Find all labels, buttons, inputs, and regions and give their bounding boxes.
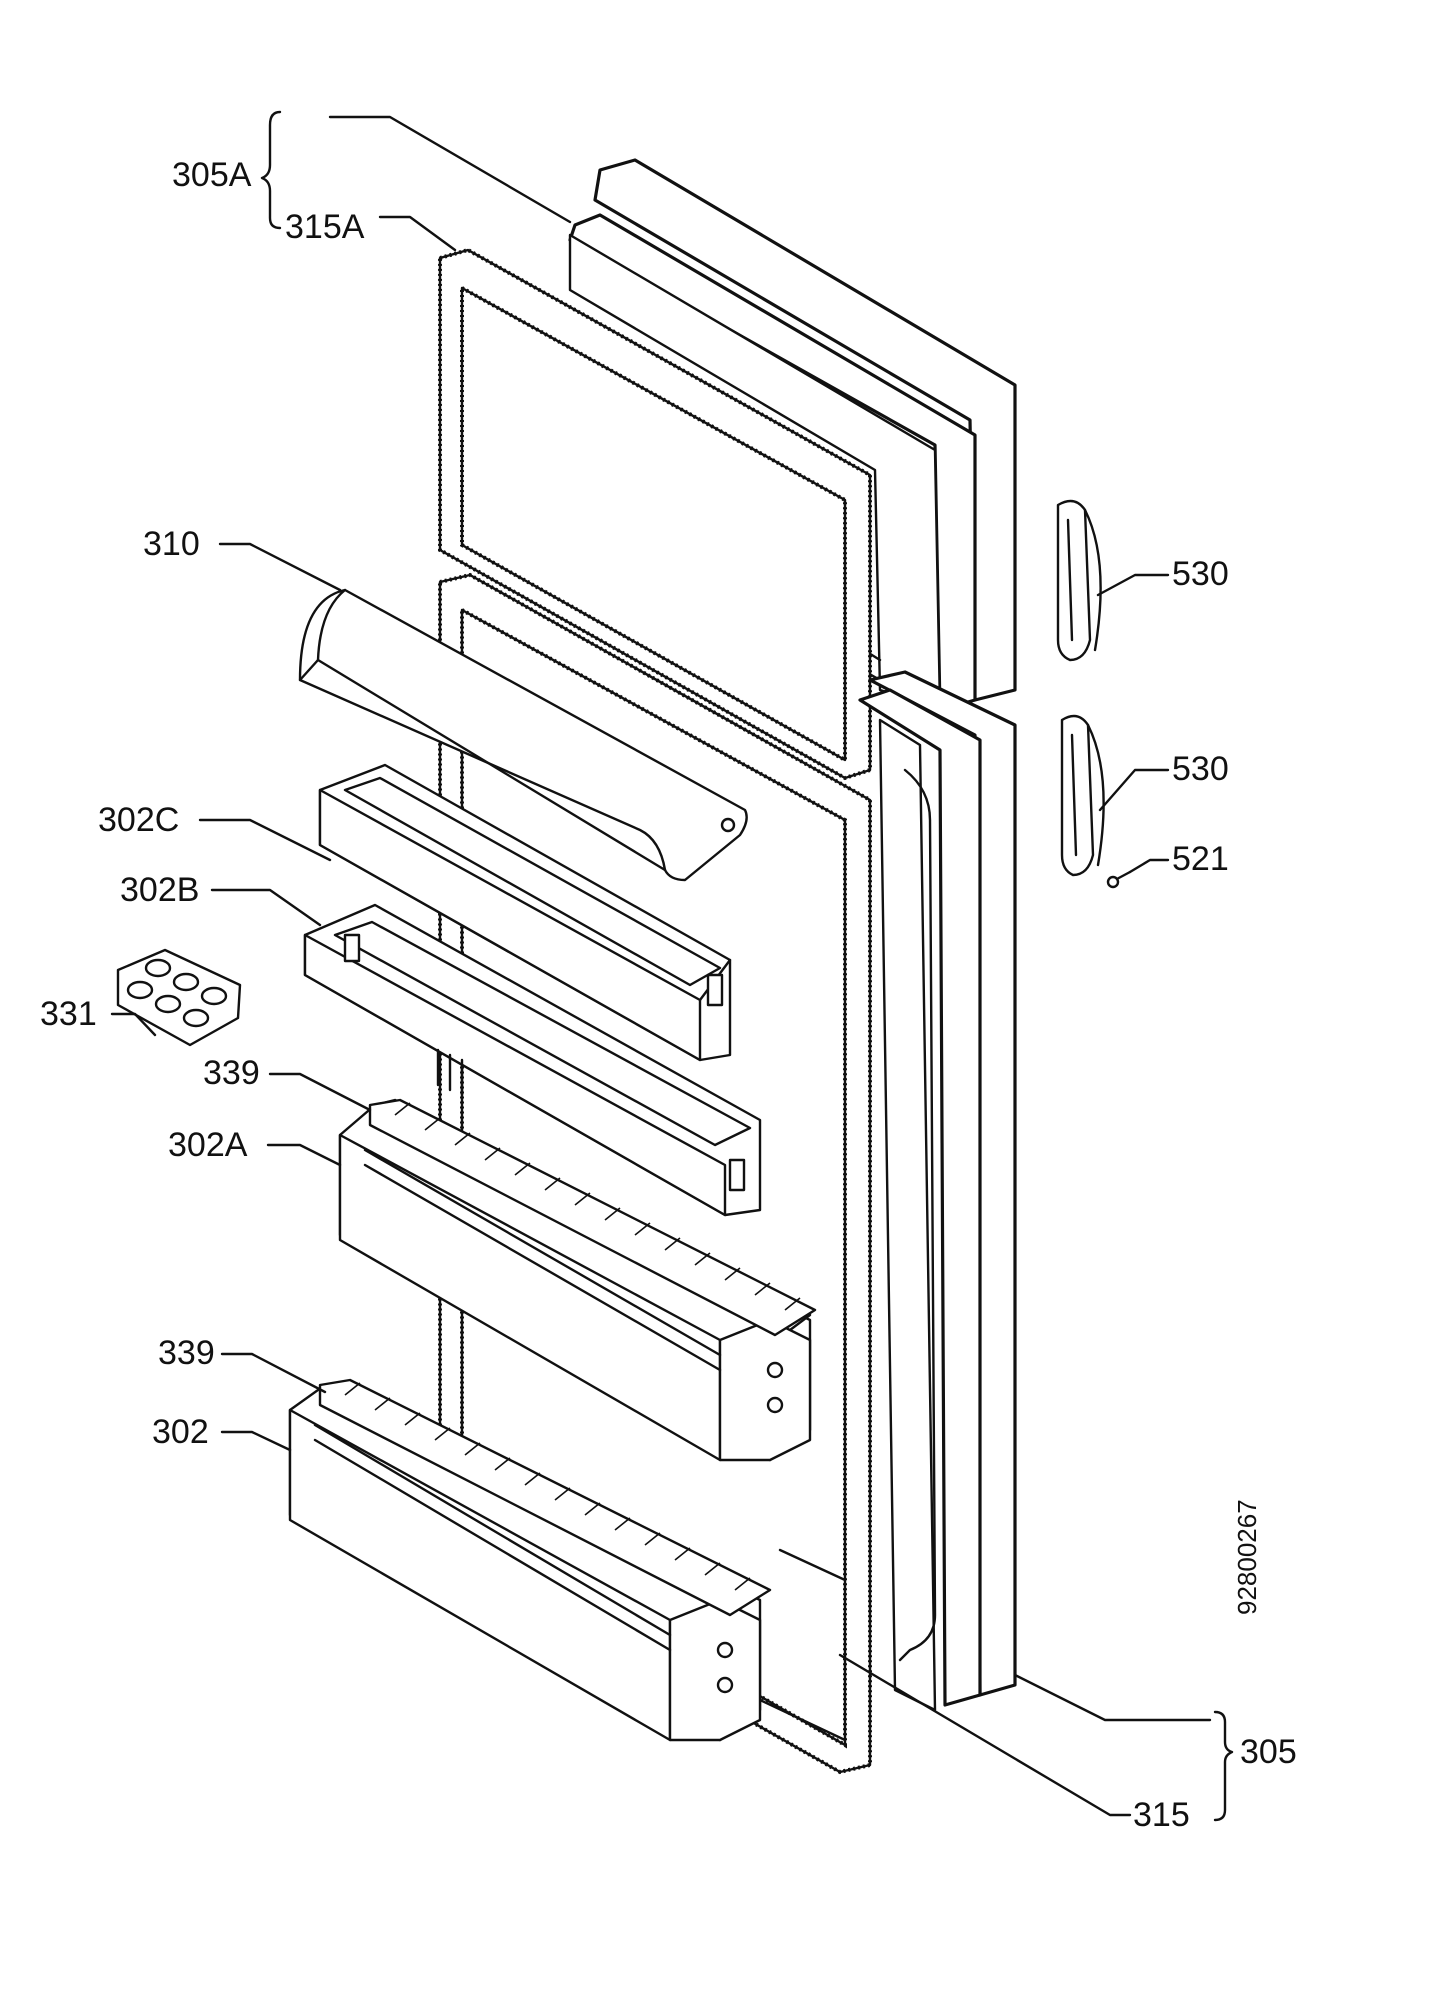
- lower-door-panel: [858, 670, 1017, 1712]
- alignment-marks: [436, 1048, 464, 1097]
- label-315A: 315A: [285, 208, 365, 246]
- part-302B-shelf: [303, 903, 762, 1217]
- label-310: 310: [143, 525, 200, 563]
- part-302C-shelf: [318, 763, 732, 1062]
- part-310-flap: [298, 588, 748, 882]
- part-339-upper-cover: [368, 1098, 817, 1337]
- label-339-upper: 339: [203, 1054, 260, 1092]
- label-530-lower: 530: [1172, 750, 1229, 788]
- part-530-upper-handle: [1056, 499, 1102, 662]
- leader-lines: [110, 110, 1234, 1822]
- upper-gasket: [438, 247, 872, 781]
- label-305A: 305A: [172, 156, 252, 194]
- label-315: 315: [1133, 1796, 1190, 1834]
- label-339-lower: 339: [158, 1334, 215, 1372]
- part-331-egg-tray: [116, 948, 242, 1047]
- part-521-screw: [1106, 870, 1132, 889]
- label-331: 331: [40, 995, 97, 1033]
- label-302: 302: [152, 1413, 209, 1451]
- label-302B: 302B: [120, 871, 200, 909]
- label-302A: 302A: [168, 1126, 248, 1164]
- part-302-balcony: [288, 1383, 762, 1742]
- label-530-upper: 530: [1172, 555, 1229, 593]
- part-530-lower-handle: [1060, 714, 1105, 877]
- label-521: 521: [1172, 840, 1229, 878]
- label-302C: 302C: [98, 801, 180, 839]
- part-339-lower-cover: [318, 1378, 772, 1617]
- document-number: 92800267: [1232, 1499, 1262, 1615]
- label-305: 305: [1240, 1733, 1297, 1771]
